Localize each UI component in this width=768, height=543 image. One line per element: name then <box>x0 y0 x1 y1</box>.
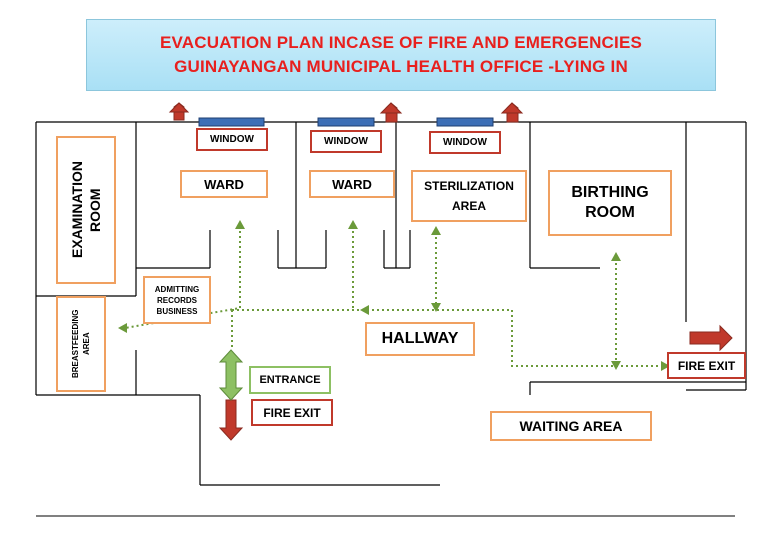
room-breastfeeding: BREASTFEEDING AREA <box>56 296 106 392</box>
route-arrowhead-icon <box>611 361 621 370</box>
route-arrowhead-icon <box>431 303 441 312</box>
route-ward1 <box>124 226 241 329</box>
walls <box>35 121 747 486</box>
arrow-up-icon <box>168 102 190 113</box>
route-arrowhead-icon <box>360 305 369 315</box>
fire-exit-entrance: FIRE EXIT <box>251 399 333 426</box>
title-banner: EVACUATION PLAN INCASE OF FIRE AND EMERG… <box>86 19 716 91</box>
room-hallway: HALLWAY <box>365 322 475 356</box>
route-arrowhead-icon <box>661 361 670 371</box>
route-arrowheads <box>118 220 670 371</box>
window-label-1: WINDOW <box>196 128 268 151</box>
facility-name: GUINAYANGAN MUNICIPAL HEALTH OFFICE -LYI… <box>174 57 628 76</box>
arrow-down-icon <box>218 399 244 441</box>
route-fire-exit <box>511 310 664 367</box>
room-waiting: WAITING AREA <box>490 411 652 441</box>
window-bar-1 <box>198 117 265 127</box>
room-sterilization: STERILIZATION AREA <box>411 170 527 222</box>
route-arrowhead-icon <box>348 220 358 229</box>
room-ward-2: WARD <box>309 170 395 198</box>
route-arrowhead-icon <box>611 252 621 261</box>
window-bars <box>198 117 494 127</box>
entrance-label: ENTRANCE <box>249 366 331 394</box>
evacuation-routes <box>124 226 664 367</box>
arrow-up-icon <box>500 102 524 114</box>
fire-exit-side: FIRE EXIT <box>667 352 746 379</box>
room-examination: EXAMINATION ROOM <box>56 136 116 284</box>
room-breastfeeding-label: BREASTFEEDING AREA <box>71 309 91 379</box>
route-arrowhead-icon <box>235 220 245 229</box>
window-label-2: WINDOW <box>310 130 382 153</box>
plan-title: EVACUATION PLAN INCASE OF FIRE AND EMERG… <box>159 33 643 52</box>
double-arrow-icon <box>218 349 244 401</box>
window-bar-3 <box>436 117 494 127</box>
route-arrowhead-icon <box>431 226 441 235</box>
window-label-3: WINDOW <box>429 131 501 154</box>
route-arrowhead-icon <box>118 323 127 333</box>
arrow-right-icon <box>689 324 733 352</box>
room-examination-label: EXAMINATION ROOM <box>69 161 103 259</box>
room-ward-1: WARD <box>180 170 268 198</box>
arrow-up-icon <box>379 102 403 114</box>
room-admitting: ADMITTING RECORDS BUSINESS <box>143 276 211 324</box>
entrance-arrow <box>218 349 244 401</box>
exit-arrows <box>168 102 733 441</box>
window-bar-2 <box>317 117 375 127</box>
room-birthing: BIRTHING ROOM <box>548 170 672 236</box>
